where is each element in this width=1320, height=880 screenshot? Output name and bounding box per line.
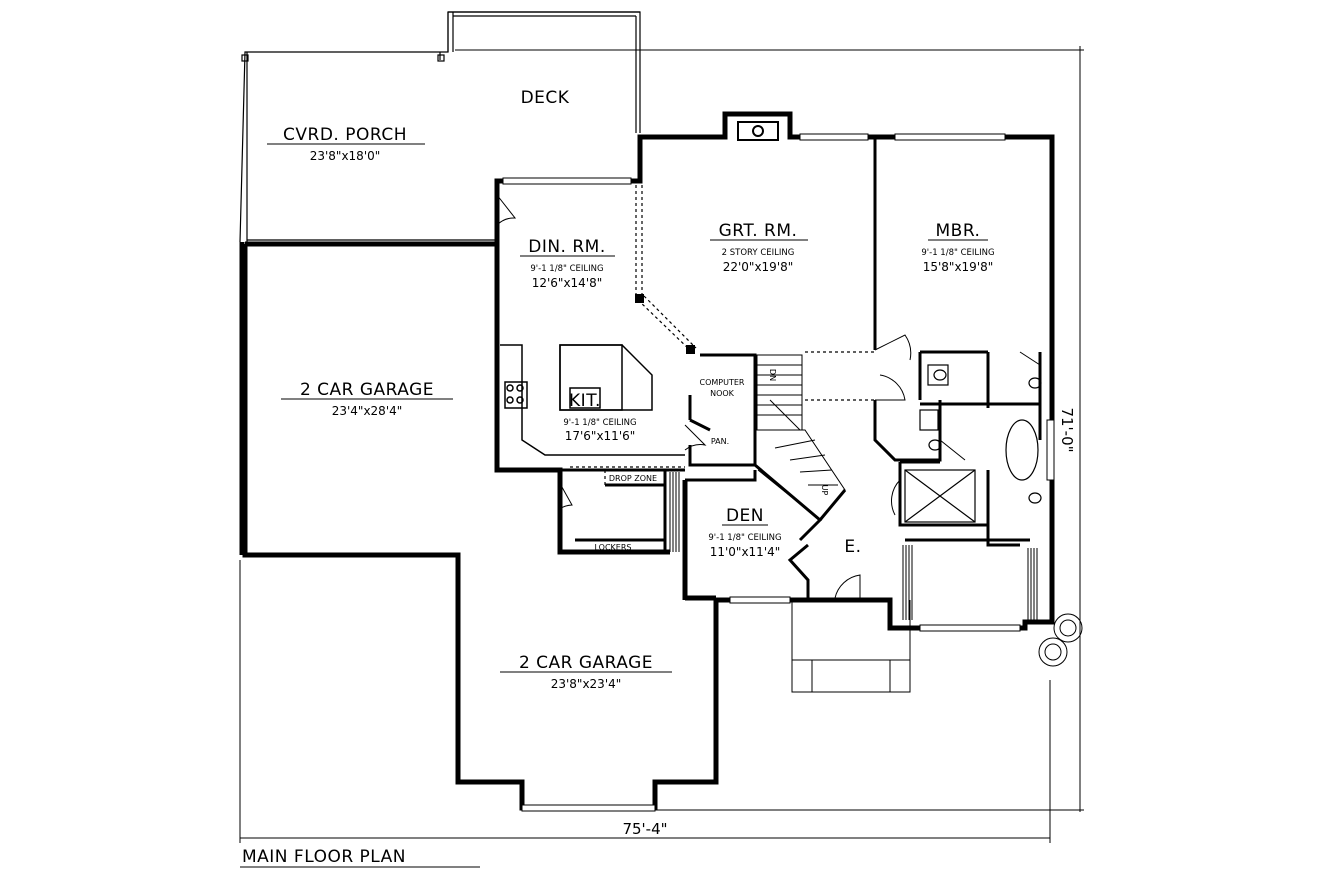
- den-ceiling: 9'-1 1/8" CEILING: [708, 533, 781, 543]
- bath-fixtures: [904, 364, 1042, 523]
- master-label: MBR.: [936, 221, 981, 241]
- porch-label: CVRD. PORCH: [283, 125, 407, 145]
- computer-nook-label-1: COMPUTER: [700, 378, 745, 387]
- garage-left-label: 2 CAR GARAGE: [300, 380, 434, 400]
- plan-title: MAIN FLOOR PLAN: [242, 847, 406, 867]
- stair-dn-label: DN: [768, 369, 777, 381]
- garage-walls: [239, 242, 461, 782]
- drop-zone-label: DROP ZONE: [609, 474, 657, 483]
- den-label: DEN: [726, 506, 764, 526]
- dining-label: DIN. RM.: [528, 237, 606, 257]
- closet-hatching: [669, 472, 1038, 620]
- great-room-label: GRT. RM.: [719, 221, 798, 241]
- kitchen-size: 17'6"x11'6": [565, 429, 636, 443]
- overall-depth: 71'-0": [1058, 407, 1076, 452]
- garage-right-size: 23'8"x23'4": [551, 677, 622, 691]
- stair-up-label: UP: [820, 485, 829, 496]
- dining-size: 12'6"x14'8": [532, 276, 603, 290]
- computer-nook-label-2: NOOK: [710, 389, 735, 398]
- den-size: 11'0"x11'4": [710, 545, 781, 559]
- columns: [635, 294, 695, 354]
- windows: [502, 133, 1055, 812]
- shrub-icon: [1038, 613, 1083, 667]
- lockers-label: LOCKERS: [595, 543, 632, 552]
- porch-deck-outline: [239, 11, 641, 243]
- dashed-openings: [570, 185, 875, 485]
- porch-size: 23'8"x18'0": [310, 149, 381, 163]
- garage-left-size: 23'4"x28'4": [332, 404, 403, 418]
- front-stoop: [791, 600, 911, 693]
- entry-label: E.: [844, 537, 861, 557]
- kitchen-label: KIT.: [569, 391, 601, 411]
- kitchen-counters: [500, 344, 685, 456]
- great-room-size: 22'0"x19'8": [723, 260, 794, 274]
- pantry-label: PAN.: [711, 437, 729, 446]
- kitchen-ceiling: 9'-1 1/8" CEILING: [563, 418, 636, 428]
- garage-right-label: 2 CAR GARAGE: [519, 653, 653, 673]
- stairs: [756, 354, 846, 521]
- deck-label: DECK: [521, 88, 570, 108]
- fireplace: [737, 121, 779, 141]
- door-swings: [496, 194, 1041, 599]
- overall-width: 75'-4": [622, 820, 667, 838]
- interior-walls: [560, 137, 1042, 600]
- great-room-ceiling: 2 STORY CEILING: [722, 248, 795, 258]
- dimension-lines: [239, 46, 1084, 868]
- master-ceiling: 9'-1 1/8" CEILING: [921, 248, 994, 258]
- master-size: 15'8"x19'8": [923, 260, 994, 274]
- dining-ceiling: 9'-1 1/8" CEILING: [530, 264, 603, 274]
